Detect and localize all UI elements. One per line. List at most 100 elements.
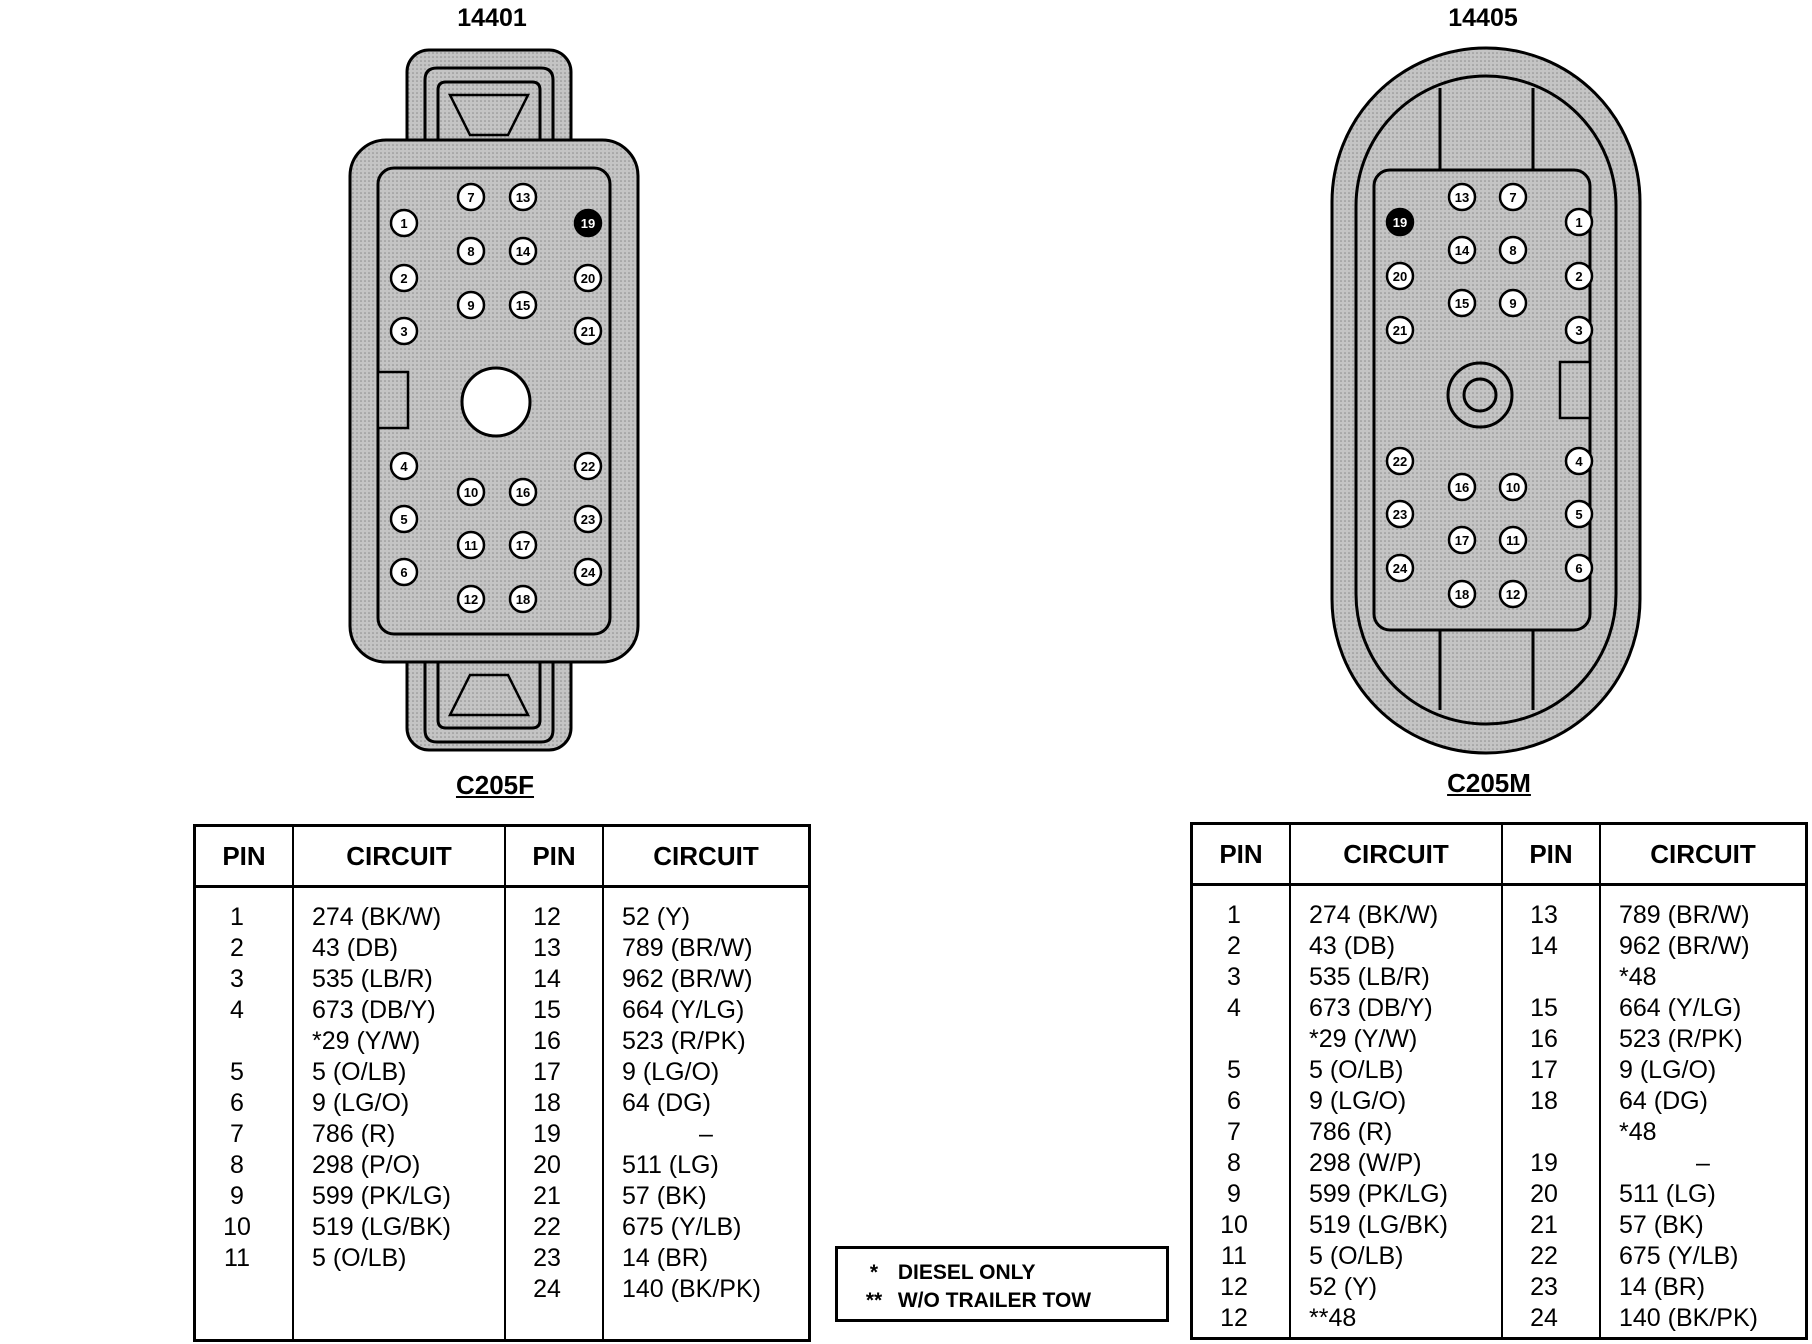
side-key bbox=[1558, 360, 1592, 420]
pin-number: 18 bbox=[1530, 1087, 1558, 1115]
circuit-column-1: 274 (BK/W) 43 (DB) 535 (LB/R) 673 (DB/Y)… bbox=[293, 886, 506, 1341]
pin-number: 12 bbox=[533, 903, 561, 931]
pin-number: 14 bbox=[1530, 932, 1558, 960]
pin-16-cavity bbox=[1447, 472, 1477, 502]
pin-20-label: 20 bbox=[1393, 269, 1407, 284]
pin-19-label: 19 bbox=[581, 216, 595, 231]
pin-number: 23 bbox=[533, 1244, 561, 1272]
pin-10-label: 10 bbox=[1506, 480, 1520, 495]
circuit-value: 298 (W/P) bbox=[1309, 1149, 1422, 1177]
footnote-symbol: ** bbox=[865, 1289, 883, 1312]
circuit-value: 599 (PK/LG) bbox=[312, 1182, 451, 1210]
pin-4-label: 4 bbox=[400, 459, 408, 474]
circuit-value: 64 (DG) bbox=[1619, 1087, 1708, 1115]
pin-number: 19 bbox=[533, 1120, 561, 1148]
pin-20-cavity bbox=[1385, 261, 1415, 291]
pin-22-cavity bbox=[1385, 446, 1415, 476]
pin-4-cavity bbox=[1564, 446, 1594, 476]
circuit-value: 9 (LG/O) bbox=[312, 1089, 410, 1117]
pin-5-cavity bbox=[389, 504, 419, 534]
pin-2-label: 2 bbox=[1575, 269, 1582, 284]
circuit-value: 14 (BR) bbox=[622, 1244, 709, 1272]
pin-number: 18 bbox=[533, 1089, 561, 1117]
pin-22-label: 22 bbox=[1393, 454, 1407, 469]
footnote-text: W/O TRAILER TOW bbox=[897, 1289, 1092, 1312]
pin-24-label: 24 bbox=[1393, 561, 1408, 576]
pin-number: 5 bbox=[230, 1058, 244, 1086]
pin-number: 16 bbox=[1530, 1025, 1558, 1053]
circuit-value: 274 (BK/W) bbox=[1309, 901, 1439, 929]
pin-number: 1 bbox=[1227, 901, 1241, 929]
pin-11-cavity bbox=[456, 530, 486, 560]
circuit-value: 9 (LG/O) bbox=[622, 1058, 720, 1086]
pin-16-cavity bbox=[508, 477, 538, 507]
circuit-value: 523 (R/PK) bbox=[622, 1027, 746, 1055]
pin-4-label: 4 bbox=[1575, 454, 1583, 469]
pin-number: 4 bbox=[1227, 994, 1241, 1022]
pin-number: 22 bbox=[533, 1213, 561, 1241]
left-part-number: 14401 bbox=[457, 4, 527, 32]
pin-number: 10 bbox=[223, 1213, 251, 1241]
circuit-value: *48 bbox=[1619, 1118, 1657, 1146]
circuit-value: 675 (Y/LB) bbox=[622, 1213, 742, 1241]
pin-18-cavity bbox=[508, 584, 538, 614]
pin-number bbox=[1503, 962, 1599, 993]
pin-24-cavity bbox=[573, 557, 603, 587]
right-part-number: 14405 bbox=[1448, 4, 1518, 32]
pin-number: 24 bbox=[1530, 1304, 1558, 1332]
side-key bbox=[376, 370, 410, 430]
pin-number: 2 bbox=[1227, 932, 1241, 960]
pin-13-cavity bbox=[508, 182, 538, 212]
pin-number bbox=[196, 1026, 292, 1057]
circuit-value: 5 (O/LB) bbox=[1309, 1242, 1404, 1270]
pin-13-cavity bbox=[1447, 182, 1477, 212]
pin-14-label: 14 bbox=[516, 244, 531, 259]
pin-3-label: 3 bbox=[400, 324, 407, 339]
circuit-value: 5 (O/LB) bbox=[312, 1058, 407, 1086]
pin-number: 13 bbox=[1530, 901, 1558, 929]
circuit-value: – bbox=[699, 1120, 713, 1148]
pin-1-label: 1 bbox=[400, 216, 407, 231]
pin-17-cavity bbox=[508, 530, 538, 560]
pin-number: 16 bbox=[533, 1027, 561, 1055]
circuit-value: 57 (BK) bbox=[622, 1182, 707, 1210]
circuit-value: 523 (R/PK) bbox=[1619, 1025, 1743, 1053]
pin-10-cavity bbox=[1498, 472, 1528, 502]
pin-1-label: 1 bbox=[1575, 215, 1582, 230]
circuit-value: *29 (Y/W) bbox=[312, 1027, 421, 1055]
pin-column-2: 13 14 15 16 17 18 19 20 21 22 23 24 bbox=[1502, 884, 1601, 1339]
pin-column-2: 12 13 14 15 16 17 18 19 20 21 22 23 24 bbox=[505, 886, 604, 1341]
header-pin: PIN bbox=[1191, 823, 1291, 886]
pin-number bbox=[1503, 1117, 1599, 1148]
pin-4-cavity bbox=[389, 451, 419, 481]
circuit-value: – bbox=[1696, 1149, 1710, 1177]
pin-number: 6 bbox=[230, 1089, 244, 1117]
pin-number: 20 bbox=[533, 1151, 561, 1179]
pin-number: 2 bbox=[230, 934, 244, 962]
header-circuit: CIRCUIT bbox=[1600, 823, 1807, 886]
circuit-value: 786 (R) bbox=[312, 1120, 396, 1148]
circuit-value: **48 bbox=[1309, 1304, 1357, 1332]
pin-17-label: 17 bbox=[1455, 533, 1469, 548]
circuit-value: 535 (LB/R) bbox=[312, 965, 433, 993]
pin-18-label: 18 bbox=[1455, 587, 1469, 602]
header-pin: PIN bbox=[194, 825, 294, 888]
pin-number: 11 bbox=[224, 1244, 250, 1272]
pin-number: 7 bbox=[230, 1120, 244, 1148]
pin-17-label: 17 bbox=[516, 538, 530, 553]
circuit-value: 511 (LG) bbox=[1619, 1180, 1716, 1208]
pin-5-label: 5 bbox=[1575, 507, 1582, 522]
pin-number: 8 bbox=[230, 1151, 244, 1179]
pin-13-label: 13 bbox=[1455, 190, 1469, 205]
circuit-value: *48 bbox=[1619, 963, 1657, 991]
pin-5-cavity bbox=[1564, 499, 1594, 529]
pin-8-cavity bbox=[1498, 235, 1528, 265]
pin-19-cavity bbox=[1385, 207, 1415, 237]
pin-column-1: 1 2 3 4 5 6 7 8 9 10 11 bbox=[194, 886, 294, 1341]
pin-number: 12 bbox=[1220, 1304, 1248, 1332]
circuit-value: 64 (DG) bbox=[622, 1089, 711, 1117]
circuit-value: 962 (BR/W) bbox=[622, 965, 753, 993]
circuit-value: 274 (BK/W) bbox=[312, 903, 442, 931]
